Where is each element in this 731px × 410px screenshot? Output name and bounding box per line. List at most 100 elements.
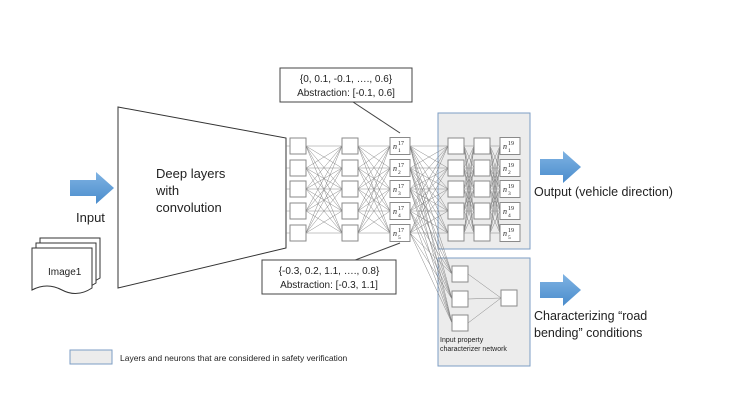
layer-c-neuron (447, 137, 465, 155)
connection-line (357, 145, 391, 169)
connection-line (467, 297, 502, 324)
layer-b-neuron (341, 202, 359, 220)
ipc-output-neuron (500, 289, 518, 307)
neuron-label: n (503, 164, 507, 173)
image-label: Image1 (48, 267, 82, 278)
neuron-layer-index: 17 (398, 206, 404, 212)
characterizing-label: Characterizing “road bending” conditions (534, 309, 651, 340)
deep-layers-line-2: with (155, 183, 179, 198)
neuron-label: n (503, 142, 507, 151)
connection-line (409, 145, 453, 324)
connection-line (357, 145, 391, 234)
neuron-index: 2 (398, 170, 401, 176)
connection-line (409, 145, 449, 212)
connection-line (409, 167, 449, 234)
ipc-input-neuron (451, 265, 469, 283)
output-arrow-icon (540, 151, 581, 183)
layer-b-neuron (341, 159, 359, 177)
top-abstraction-box (279, 67, 413, 103)
connection-line (305, 188, 343, 212)
connection-line (357, 188, 391, 234)
connection-line (357, 167, 391, 234)
connection-line (489, 145, 501, 212)
layer-d-neuron (473, 224, 491, 242)
input-arrow-icon (70, 172, 114, 204)
top-box-line-2: Abstraction: [-0.1, 0.6] (297, 88, 395, 99)
connection-line (305, 145, 343, 234)
connection-line (357, 210, 391, 234)
connection-line (463, 145, 475, 234)
characterizing-line-2: bending” conditions (534, 326, 642, 340)
layer-d-neuron (473, 137, 491, 155)
neuron-label: n (393, 164, 397, 173)
neuron-layer-index: 19 (508, 206, 514, 212)
layer-d-neuron (473, 180, 491, 198)
connection-line (409, 210, 453, 275)
input-property-characterizer-region (437, 257, 531, 367)
ipc-caption-line-1: Input property (440, 337, 484, 344)
neuron-layer-index: 19 (508, 163, 514, 169)
layer-b-neuron (341, 180, 359, 198)
connection-line (357, 145, 391, 212)
connection-line (467, 273, 502, 299)
connection-line (409, 145, 449, 190)
neuron-label: n (503, 229, 507, 238)
connection-line (305, 145, 343, 169)
connection-line (489, 145, 501, 234)
layer-c-neuron (447, 180, 465, 198)
layer-a-neuron (289, 159, 307, 177)
neuron-layer-index: 19 (508, 228, 514, 234)
connection-line (409, 232, 453, 275)
layer-c-neuron (447, 202, 465, 220)
layer-a-neuron (289, 180, 307, 198)
neuron-index: 4 (398, 213, 401, 219)
layer-b-neuron (341, 137, 359, 155)
output-label: Output (vehicle direction) (534, 185, 673, 199)
connection-line (463, 167, 475, 234)
connection-line (357, 145, 391, 190)
legend-swatch (69, 349, 113, 365)
connection-line (409, 188, 449, 234)
layer-b-neuron (341, 224, 359, 242)
neuron-layer-index: 17 (398, 163, 404, 169)
deep-layers-line-3: convolution (156, 200, 222, 215)
connection-line (409, 210, 453, 300)
connection-line (409, 167, 453, 324)
connection-line (409, 210, 453, 324)
neuron-layer-index: 17 (398, 141, 404, 147)
neuron-index: 2 (508, 170, 511, 176)
connection-line (489, 188, 501, 234)
bottom-box-line-2: Abstraction: [-0.3, 1.1] (280, 280, 378, 291)
neuron-label: n (503, 207, 507, 216)
connection-line (463, 145, 475, 169)
deep-layers-line-1: Deep layers (156, 166, 226, 181)
neuron-layer-index: 17 (398, 228, 404, 234)
top-callout-pointer (349, 99, 401, 134)
connection-line (305, 145, 343, 190)
layer-c-neuron (447, 224, 465, 242)
neuron-label: n (393, 142, 397, 151)
ipc-caption: Input property characterizer network (440, 337, 507, 353)
connection-line (409, 188, 453, 324)
connection-line (489, 210, 501, 234)
characterizing-line-1: Characterizing “road (534, 309, 647, 323)
image-stack-icon (31, 237, 101, 294)
neuron-layer-index: 19 (508, 141, 514, 147)
connection-line (467, 297, 502, 300)
bottom-abstraction-box (261, 259, 397, 295)
connection-line (305, 145, 343, 212)
neuron-index: 3 (398, 191, 401, 197)
connection-line (463, 188, 475, 234)
neuron-label: n (393, 185, 397, 194)
connection-line (409, 145, 449, 234)
connection-line (409, 188, 453, 300)
connection-line (305, 188, 343, 234)
connection-line (463, 145, 475, 212)
connection-line (409, 145, 453, 300)
